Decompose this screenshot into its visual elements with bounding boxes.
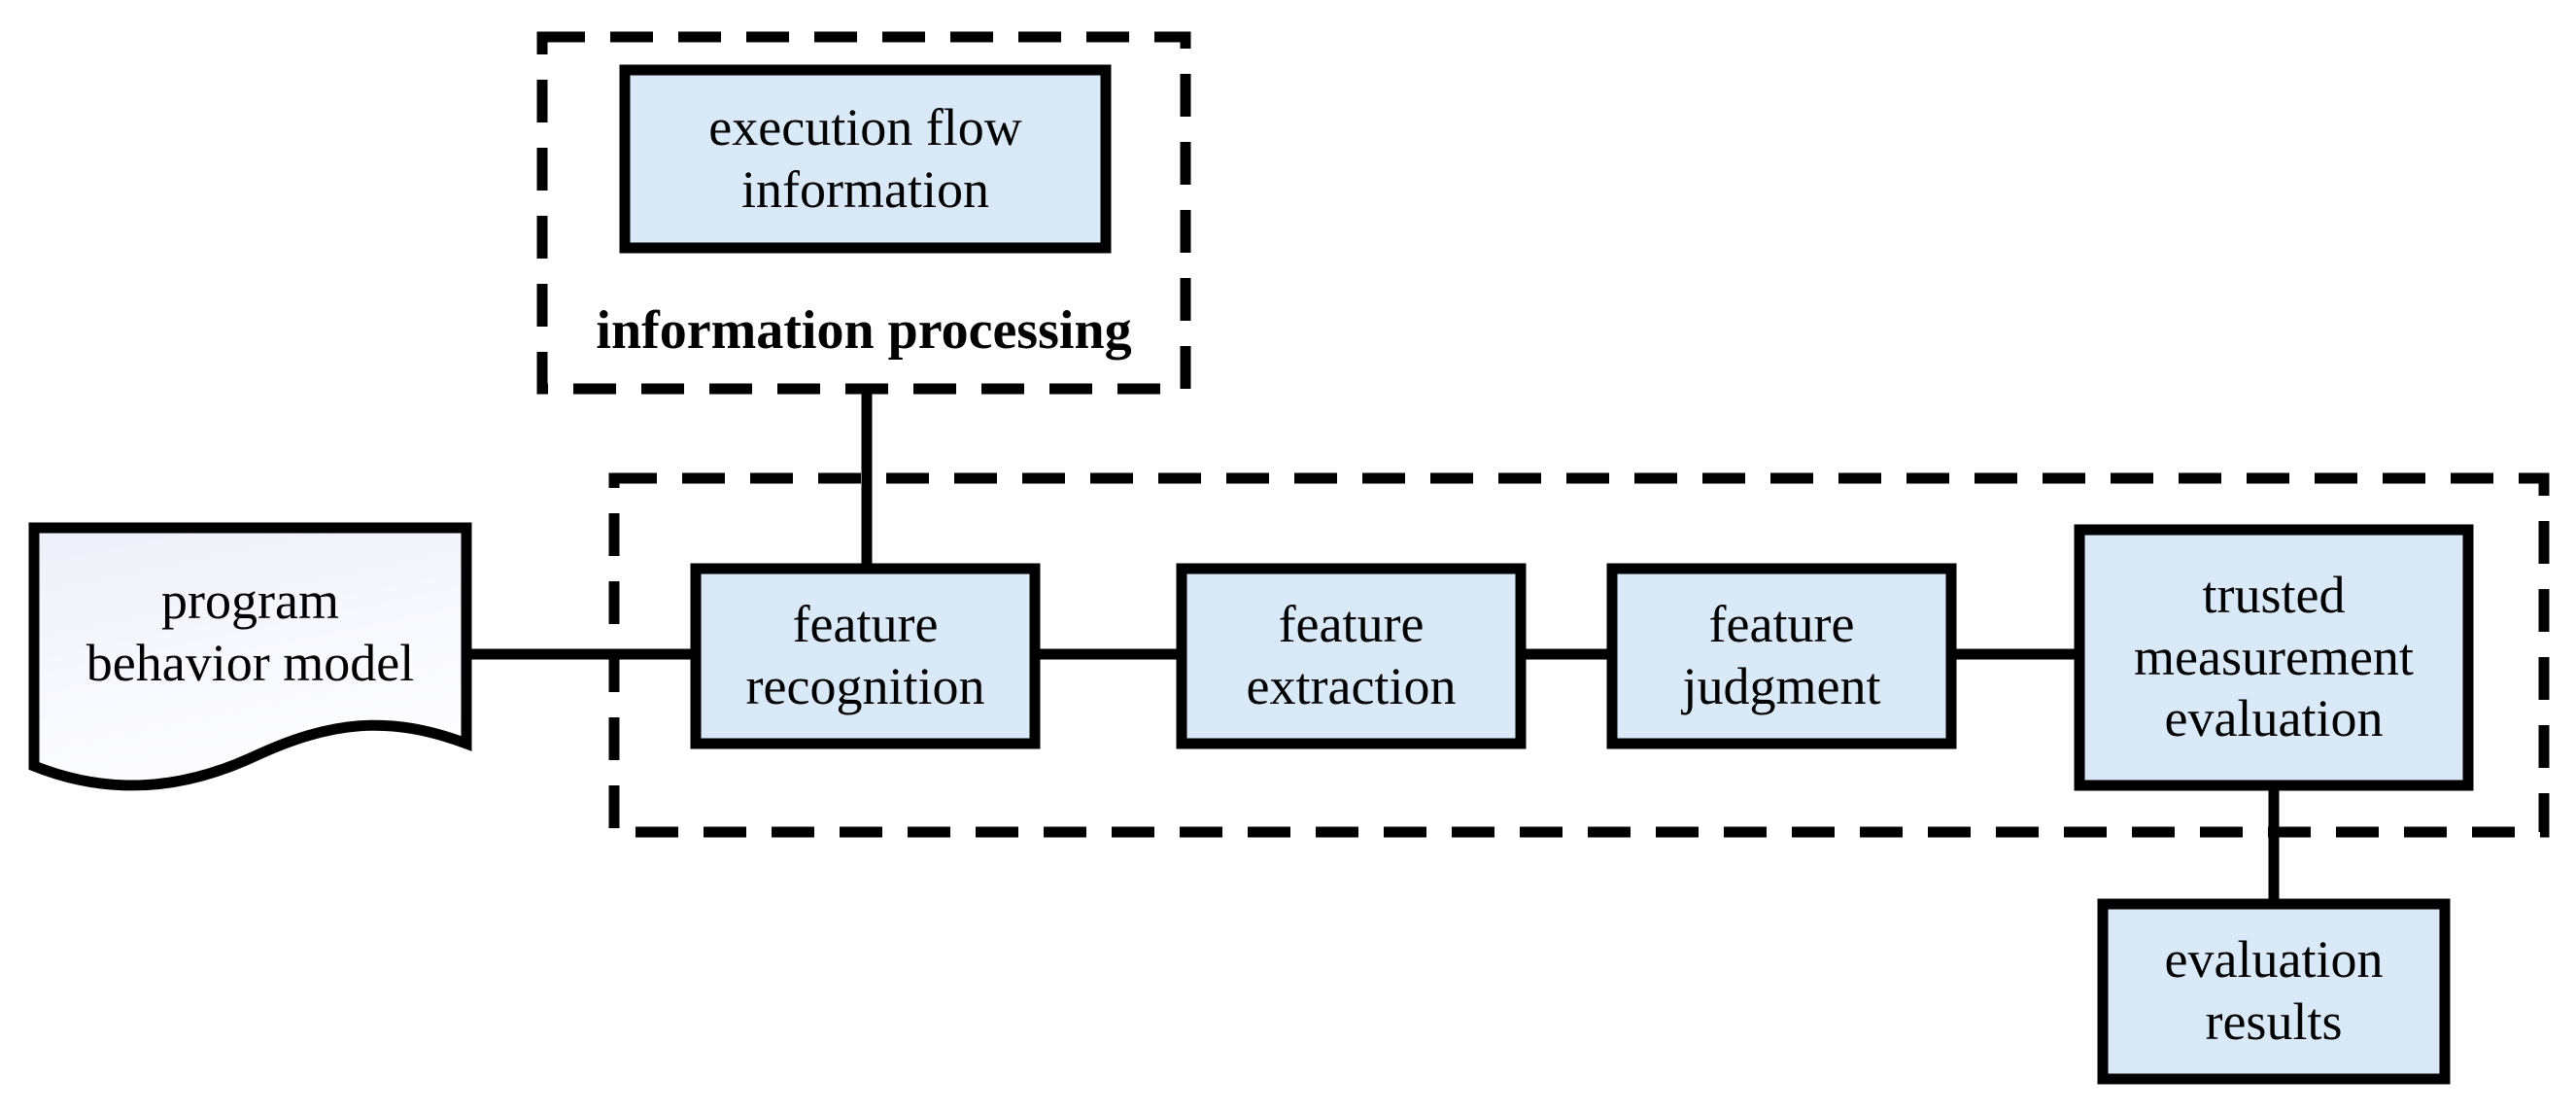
node-program-behavior-model-shape[interactable] — [28, 522, 472, 791]
node-evaluation-results-shape[interactable] — [2097, 898, 2451, 1085]
node-evaluation-results[interactable] — [2103, 904, 2445, 1079]
node-program-behavior-model[interactable] — [34, 528, 466, 766]
node-trusted-measurement-evaluation-shape[interactable] — [2074, 524, 2474, 791]
node-feature-extraction[interactable] — [1182, 569, 1521, 744]
node-feature-judgment-shape[interactable] — [1606, 563, 1957, 749]
node-feature-recognition-shape[interactable] — [690, 563, 1041, 749]
node-execution-flow-information-shape[interactable] — [619, 64, 1112, 254]
node-feature-judgment[interactable] — [1612, 569, 1951, 744]
node-feature-recognition[interactable] — [696, 569, 1035, 744]
node-trusted-measurement-evaluation[interactable] — [2079, 530, 2468, 785]
node-execution-flow-information[interactable] — [625, 70, 1106, 248]
node-feature-extraction-shape[interactable] — [1176, 563, 1527, 749]
